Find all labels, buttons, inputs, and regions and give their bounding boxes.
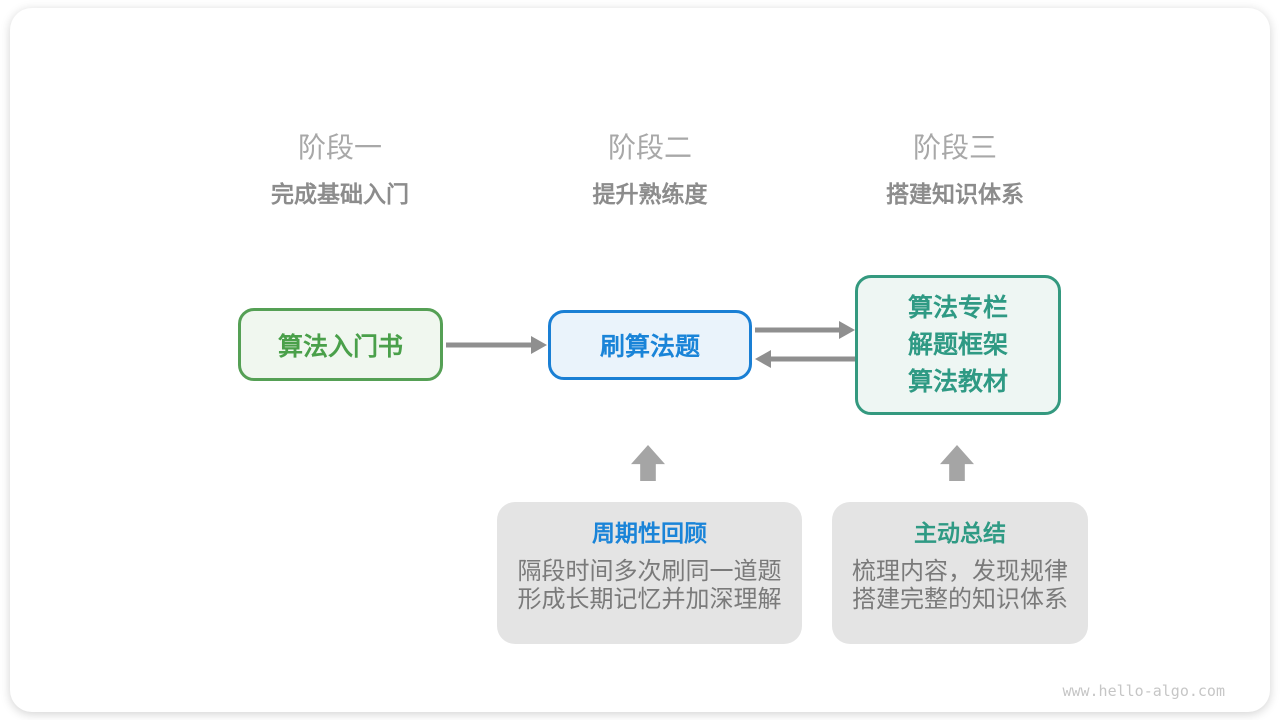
node-intro-book-label: 算法入门书 bbox=[277, 332, 403, 361]
node-resources-line-2: 解题框架 bbox=[907, 330, 1008, 359]
arrow-right-icon bbox=[755, 320, 855, 340]
arrow-shaft bbox=[768, 356, 855, 362]
node-practice: 刷算法题 bbox=[548, 310, 752, 380]
stage-3-header: 阶段三 搭建知识体系 bbox=[825, 132, 1085, 209]
stage-2-subtitle: 提升熟练度 bbox=[592, 181, 708, 207]
arrow-head bbox=[839, 321, 855, 339]
note-desc-line-2: 搭建完整的知识体系 bbox=[852, 586, 1068, 613]
note-periodic-review-desc: 隔段时间多次刷同一道题 形成长期记忆并加深理解 bbox=[518, 558, 782, 614]
stage-2-title: 阶段二 bbox=[607, 132, 692, 163]
note-periodic-review-title: 周期性回顾 bbox=[592, 520, 707, 546]
stage-2-header: 阶段二 提升熟练度 bbox=[520, 132, 780, 209]
arrow-left-icon bbox=[755, 349, 855, 369]
note-desc-line-2: 形成长期记忆并加深理解 bbox=[517, 586, 782, 613]
watermark-url: www.hello-algo.com bbox=[1062, 682, 1225, 700]
diagram-card: 阶段一 完成基础入门 阶段二 提升熟练度 阶段三 搭建知识体系 算法入门书 刷算… bbox=[10, 8, 1270, 712]
node-resources-line-3: 算法教材 bbox=[907, 367, 1008, 396]
stage-3-subtitle: 搭建知识体系 bbox=[886, 181, 1024, 207]
node-resources-line-1: 算法专栏 bbox=[907, 293, 1008, 322]
note-periodic-review: 周期性回顾 隔段时间多次刷同一道题 形成长期记忆并加深理解 bbox=[497, 502, 802, 644]
note-active-summary-title: 主动总结 bbox=[914, 520, 1006, 546]
arrow-head bbox=[755, 350, 771, 368]
note-active-summary: 主动总结 梳理内容，发现规律 搭建完整的知识体系 bbox=[832, 502, 1088, 644]
note-desc-line-1: 隔段时间多次刷同一道题 bbox=[517, 558, 782, 585]
arrow-shaft bbox=[446, 342, 534, 348]
stage-1-subtitle: 完成基础入门 bbox=[271, 181, 409, 207]
arrow-up-icon bbox=[631, 445, 665, 481]
node-resources: 算法专栏 解题框架 算法教材 bbox=[855, 275, 1061, 415]
node-practice-label: 刷算法题 bbox=[599, 333, 700, 361]
arrow-up-icon bbox=[940, 445, 974, 481]
note-active-summary-desc: 梳理内容，发现规律 搭建完整的知识体系 bbox=[852, 558, 1068, 614]
stage-1-header: 阶段一 完成基础入门 bbox=[210, 132, 470, 209]
stage-3-title: 阶段三 bbox=[912, 132, 997, 163]
arrow-shaft bbox=[755, 327, 842, 333]
arrow-head bbox=[531, 336, 547, 354]
stage-1-title: 阶段一 bbox=[297, 132, 382, 163]
node-intro-book: 算法入门书 bbox=[238, 308, 443, 381]
note-desc-line-1: 梳理内容，发现规律 bbox=[852, 558, 1068, 585]
arrow-right-icon bbox=[446, 335, 547, 355]
